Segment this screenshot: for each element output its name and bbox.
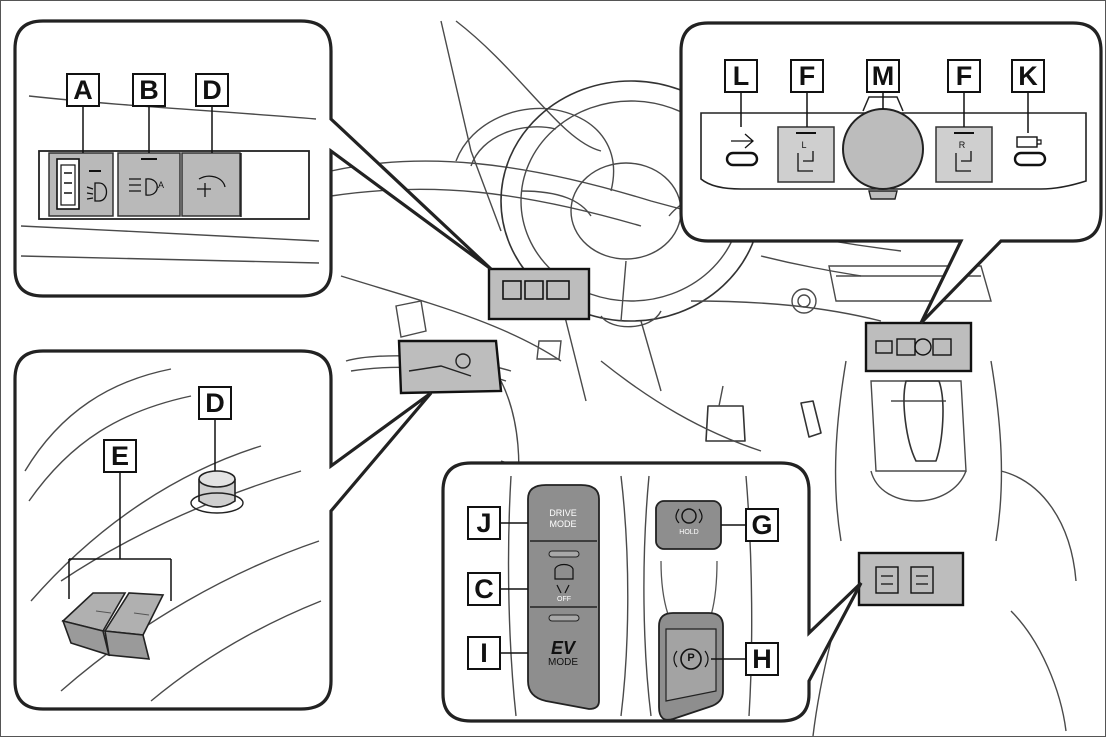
label-l: L [724,59,758,93]
label-d-door: D [198,386,232,420]
label-e: E [103,439,137,473]
highlight-console-ports [864,321,973,373]
label-f-left: F [790,59,824,93]
parking-brake-button[interactable]: P [687,652,695,664]
highlight-door-switches [397,339,503,395]
brake-hold-button[interactable]: HOLD [679,529,699,536]
label-i: I [467,636,501,670]
label-a: A [66,73,100,107]
highlight-console-switches [857,551,965,607]
drive-mode-line2: MODE [549,519,577,529]
label-k: K [1011,59,1045,93]
label-m: M [866,59,900,93]
label-c: C [467,572,501,606]
ev-mode-line1: EV [550,638,575,658]
label-d-dash: D [195,73,229,107]
callout-console-ports [679,21,1103,325]
drive-mode-button[interactable]: DRIVE MODE [531,509,595,529]
label-h: H [745,642,779,676]
seat-heater-left-text: L [801,140,807,150]
label-j: J [467,506,501,540]
auto-high-beam-text: A [157,180,164,190]
ev-mode-line2: MODE [548,657,578,668]
seat-heater-right-text: R [958,140,966,150]
highlight-dash-switches [487,267,591,321]
label-g: G [745,508,779,542]
label-f-right: F [947,59,981,93]
label-b: B [132,73,166,107]
vsc-off-button[interactable]: OFF [557,596,571,603]
drive-mode-line1: DRIVE [549,508,577,518]
callout-console-switches [441,461,863,723]
ev-mode-button[interactable]: EV MODE [531,639,595,668]
callout-dash-switches [13,19,493,298]
